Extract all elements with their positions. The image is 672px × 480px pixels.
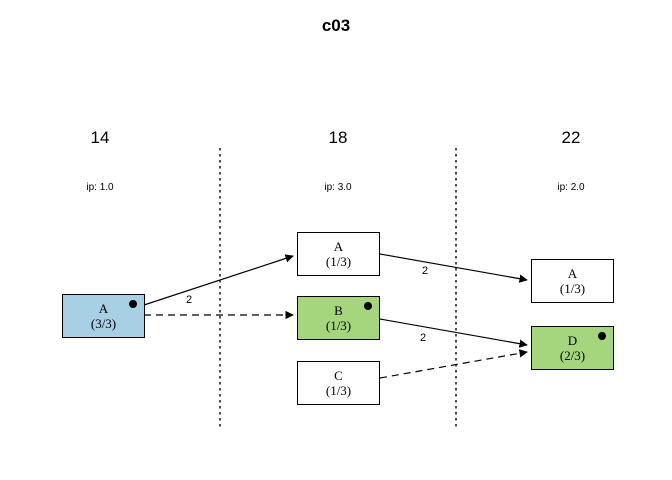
- node-ratio: (1/3): [559, 281, 586, 296]
- node-ratio: (1/3): [325, 383, 352, 398]
- node-a-col22[interactable]: A (1/3): [531, 259, 614, 303]
- node-ratio: (2/3): [559, 348, 586, 363]
- node-ratio: (1/3): [325, 318, 352, 333]
- column-ip-14: ip: 1.0: [86, 182, 114, 193]
- column-ip-22: ip: 2.0: [557, 182, 585, 193]
- edge-n4-n6: [379, 349, 528, 379]
- page-title: c03: [321, 16, 351, 35]
- node-a-col14[interactable]: A (3/3): [62, 294, 145, 338]
- edge-n3-n6: [379, 318, 528, 348]
- node-a-col18[interactable]: A (1/3): [297, 232, 380, 276]
- node-marker-dot-icon: [129, 300, 137, 308]
- column-header-18: 18: [328, 128, 348, 147]
- column-header-22: 22: [561, 128, 581, 147]
- node-ratio: (3/3): [90, 316, 117, 331]
- node-c-col18[interactable]: C (1/3): [297, 361, 380, 405]
- edge-n1-n2: [143, 254, 294, 306]
- node-ratio: (1/3): [325, 254, 352, 269]
- node-b-col18[interactable]: B (1/3): [297, 296, 380, 340]
- node-label: C: [334, 368, 343, 383]
- node-label: A: [333, 239, 344, 254]
- edge-label-a-to-a: 2: [186, 294, 193, 306]
- node-d-col22[interactable]: D (2/3): [531, 326, 614, 370]
- column-ip-18: ip: 3.0: [324, 182, 352, 193]
- edge-label-a-to-a2: 2: [422, 265, 429, 277]
- node-marker-dot-icon: [364, 302, 372, 310]
- edge-label-b-to-d: 2: [420, 332, 427, 344]
- column-header-14: 14: [90, 128, 110, 147]
- node-label: A: [98, 301, 109, 316]
- node-marker-dot-icon: [598, 332, 606, 340]
- node-label: D: [567, 333, 578, 348]
- node-label: B: [334, 303, 343, 318]
- node-label: A: [567, 266, 578, 281]
- edge-n2-n5: [379, 253, 528, 283]
